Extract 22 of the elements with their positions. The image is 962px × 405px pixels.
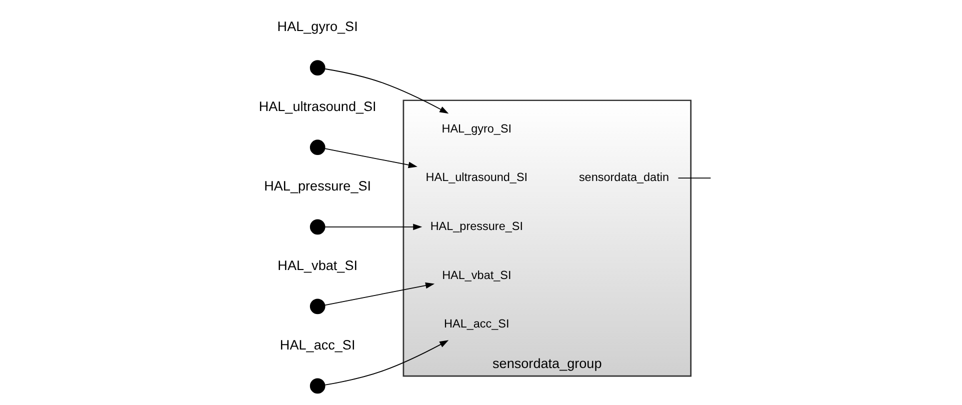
arrow — [324, 148, 417, 168]
arrow — [324, 340, 448, 386]
node-text: HAL_pressure_SI — [430, 220, 522, 233]
arrow — [324, 224, 422, 230]
arrow — [324, 282, 434, 306]
node-text: HAL_gyro_SI — [441, 122, 512, 136]
node-text: HAL_vbat_SI — [442, 268, 511, 282]
node-circle — [309, 219, 325, 235]
arrow — [324, 68, 448, 114]
node-circle — [309, 140, 325, 156]
node-text: HAL_acc_SI — [444, 318, 509, 331]
node-label: HAL_gyro_SI — [276, 19, 358, 34]
node-text: sensordata_datin — [578, 171, 668, 184]
node-text: HAL_ultrasound_SI — [425, 171, 528, 184]
node-label: HAL_pressure_SI — [264, 178, 371, 194]
node-label: HAL_ultrasound_SI — [258, 98, 376, 114]
node-circle — [309, 60, 325, 76]
node-label: HAL_acc_SI — [279, 337, 355, 352]
connector — [677, 178, 711, 179]
node-circle — [309, 378, 325, 394]
node-circle — [309, 298, 325, 314]
node-label: HAL_vbat_SI — [277, 258, 358, 273]
